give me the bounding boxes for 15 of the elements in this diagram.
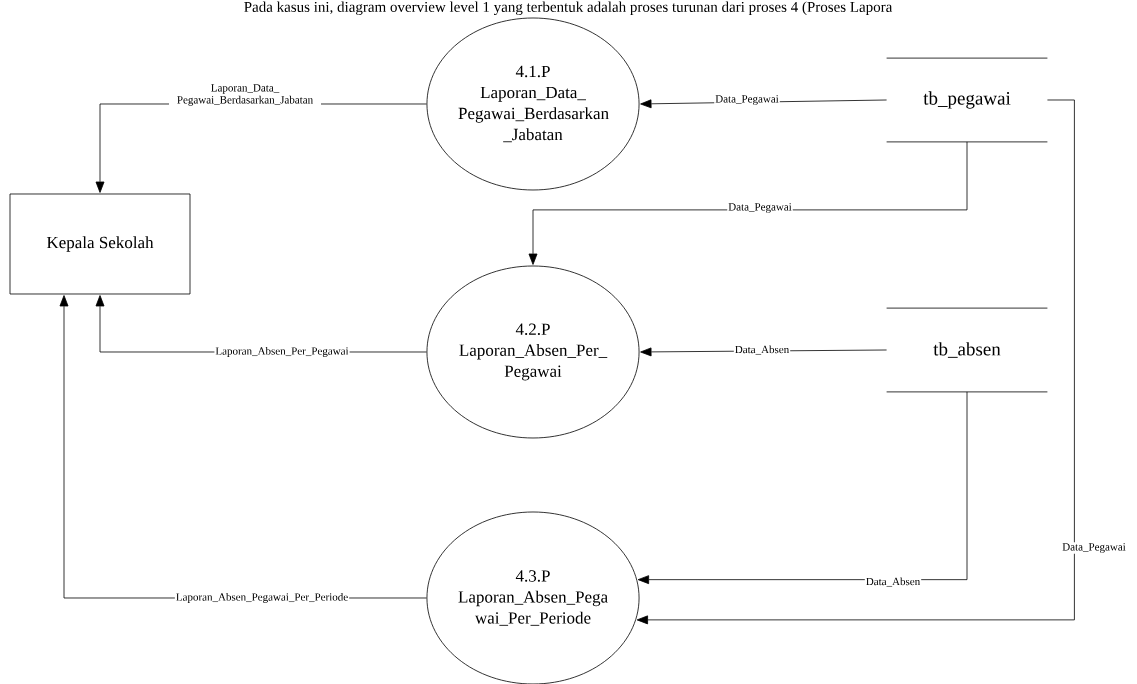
data-store: tb_pegawai <box>886 57 1048 143</box>
arrow <box>636 99 1075 625</box>
text-line: Pada kasus ini, diagram overview level 1 yang terbentuk adalah proses turunan dari proses 4 (Proses Lapora <box>244 1 893 16</box>
arrow <box>528 141 968 265</box>
edge-label: Data_Pegawai <box>714 94 780 106</box>
edge-label: Data_Pegawai <box>727 202 793 214</box>
edge-label: Laporan_Absen_Pegawai_Per_Periode <box>174 592 350 604</box>
edge-label: Data_Absen <box>733 344 791 356</box>
entity-box: Kepala Sekolah <box>9 193 191 295</box>
edge-label: Laporan_Absen_Per_Pegawai <box>214 346 350 358</box>
arrow <box>637 391 968 585</box>
data-store: tb_absen <box>886 307 1048 393</box>
edge-label: Data_Pegawai <box>1061 542 1127 554</box>
edge-label: Data_Absen <box>864 576 922 588</box>
edge-label: Laporan_Data_ Pegawai_Berdasarkan_Jabatan <box>169 83 321 107</box>
